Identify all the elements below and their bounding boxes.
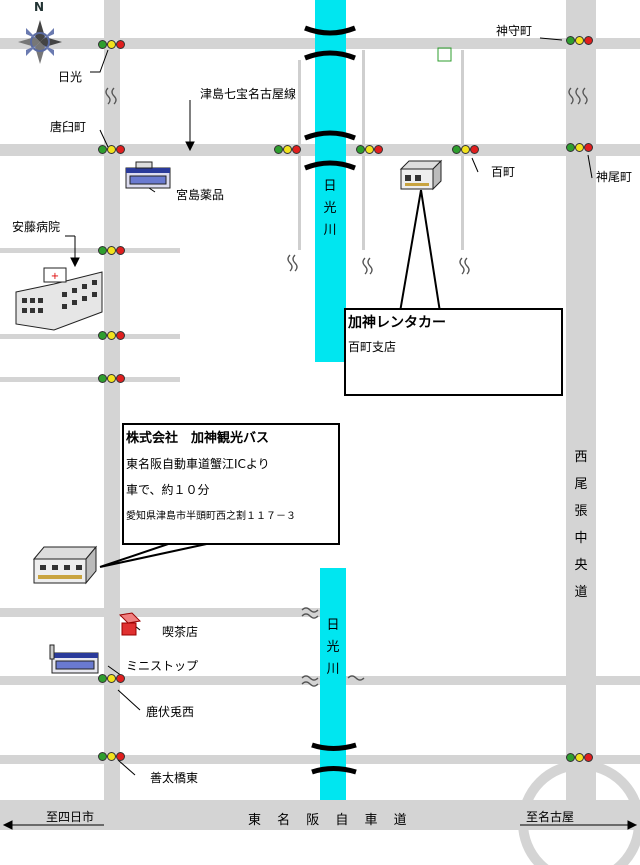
pharmacy-icon <box>125 161 171 189</box>
rental-branch: 百町支店 <box>348 340 397 354</box>
building-icon <box>32 545 98 585</box>
place-label: 日光 <box>58 70 83 84</box>
compass-rose-icon <box>18 20 62 64</box>
traffic-light-icon <box>356 145 384 155</box>
traffic-light-icon <box>98 145 126 155</box>
road-label: 東 名 阪 自 車 道 <box>248 813 413 828</box>
roundabout <box>518 760 640 865</box>
rental-info-box: 加神レンタカー 百町支店 <box>344 308 563 396</box>
place-label: 鹿伏兎西 <box>146 705 195 719</box>
road-hospital-3 <box>0 377 180 382</box>
bus-address: 愛知県津島市半頭町西之割１１７－３ <box>126 511 296 522</box>
nikko-river-upper <box>315 0 346 362</box>
side-road-c <box>298 60 301 250</box>
building-icon <box>399 159 443 191</box>
river-wave-icon <box>105 87 588 687</box>
road-lower-1 <box>0 608 320 617</box>
small-green-marker <box>437 47 452 62</box>
place-label: 善太橋東 <box>150 771 199 785</box>
road-label: 至名古屋 <box>526 810 575 824</box>
svg-text:+: + <box>51 271 59 282</box>
hospital-icon: + <box>15 267 103 331</box>
traffic-light-icon <box>98 40 126 50</box>
traffic-light-icon <box>98 752 126 762</box>
bus-line2: 車で、約１０分 <box>126 483 210 497</box>
road-label: 西尾張中央道 <box>574 450 588 600</box>
bridge-icon <box>304 25 357 775</box>
place-label: 百町 <box>491 165 516 179</box>
traffic-light-icon <box>98 374 126 384</box>
place-label: 安藤病院 <box>12 220 61 234</box>
nishi-owari-road <box>566 0 596 800</box>
river-label: 日光川 <box>323 179 337 238</box>
nikko-river-lower <box>320 568 346 800</box>
traffic-light-icon <box>566 753 594 763</box>
road-label: 至四日市 <box>46 810 95 824</box>
traffic-light-icon <box>566 36 594 46</box>
place-label: 神尾町 <box>596 170 633 184</box>
bus-info-box: 株式会社 加神観光バス 東名阪自動車道蟹江ICより 車で、約１０分 愛知県津島市… <box>122 423 340 545</box>
bus-line1: 東名阪自動車道蟹江ICより <box>126 457 270 471</box>
place-label: 唐臼町 <box>50 120 87 134</box>
traffic-light-icon <box>98 674 126 684</box>
road-hospital-1 <box>0 248 180 253</box>
traffic-light-icon <box>98 331 126 341</box>
road-hospital-2 <box>0 334 180 339</box>
rental-title: 加神レンタカー <box>348 315 446 331</box>
traffic-light-icon <box>452 145 480 155</box>
bus-title: 株式会社 加神観光バス <box>126 431 270 446</box>
place-label: 神守町 <box>496 24 533 38</box>
compass-north-label: N <box>34 0 45 14</box>
place-label: 喫茶店 <box>162 625 199 639</box>
road-west-vertical <box>104 0 120 800</box>
place-label: 宮島薬品 <box>176 188 225 202</box>
road-label: 津島七宝名古屋線 <box>200 87 297 101</box>
store-icon <box>49 644 99 674</box>
river-label: 日光川 <box>326 618 340 677</box>
traffic-light-icon <box>274 145 302 155</box>
place-label: ミニストップ <box>126 659 199 673</box>
traffic-light-icon <box>98 246 126 256</box>
traffic-light-icon <box>566 143 594 153</box>
cafe-icon <box>118 612 142 636</box>
